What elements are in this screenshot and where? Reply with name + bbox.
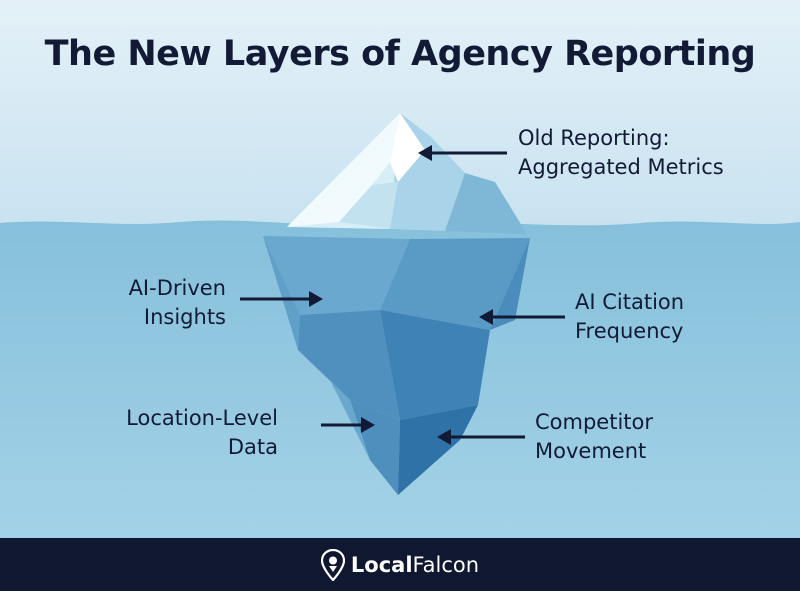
arrow-location-level <box>321 417 375 433</box>
brand-name: LocalFalcon <box>351 553 479 577</box>
layer-label-location-level-data: Location-Level Data <box>126 406 278 459</box>
iceberg-tip <box>287 113 527 234</box>
arrow-competitor-movement <box>437 429 525 445</box>
layer-label-old-reporting: Old Reporting: Aggregated Metrics <box>518 126 724 179</box>
iceberg-illustration <box>0 0 800 538</box>
arrow-ai-driven-insights <box>240 291 323 307</box>
arrow-old-reporting <box>418 145 507 161</box>
layer-label-competitor-movement: Competitor Movement <box>535 410 654 463</box>
brand-name-bold: Local <box>350 552 413 577</box>
layer-label-ai-driven-insights: AI-Driven Insights <box>128 276 226 329</box>
location-pin-falcon-icon <box>320 548 345 581</box>
arrow-ai-citation <box>479 309 565 325</box>
brand-name-regular: Falcon <box>412 552 480 577</box>
brand-logo: LocalFalcon <box>320 548 479 581</box>
footer-bar: LocalFalcon <box>0 538 800 591</box>
layer-label-ai-citation-frequency: AI Citation Frequency <box>575 290 685 343</box>
page-title: The New Layers of Agency Reporting <box>44 34 756 74</box>
